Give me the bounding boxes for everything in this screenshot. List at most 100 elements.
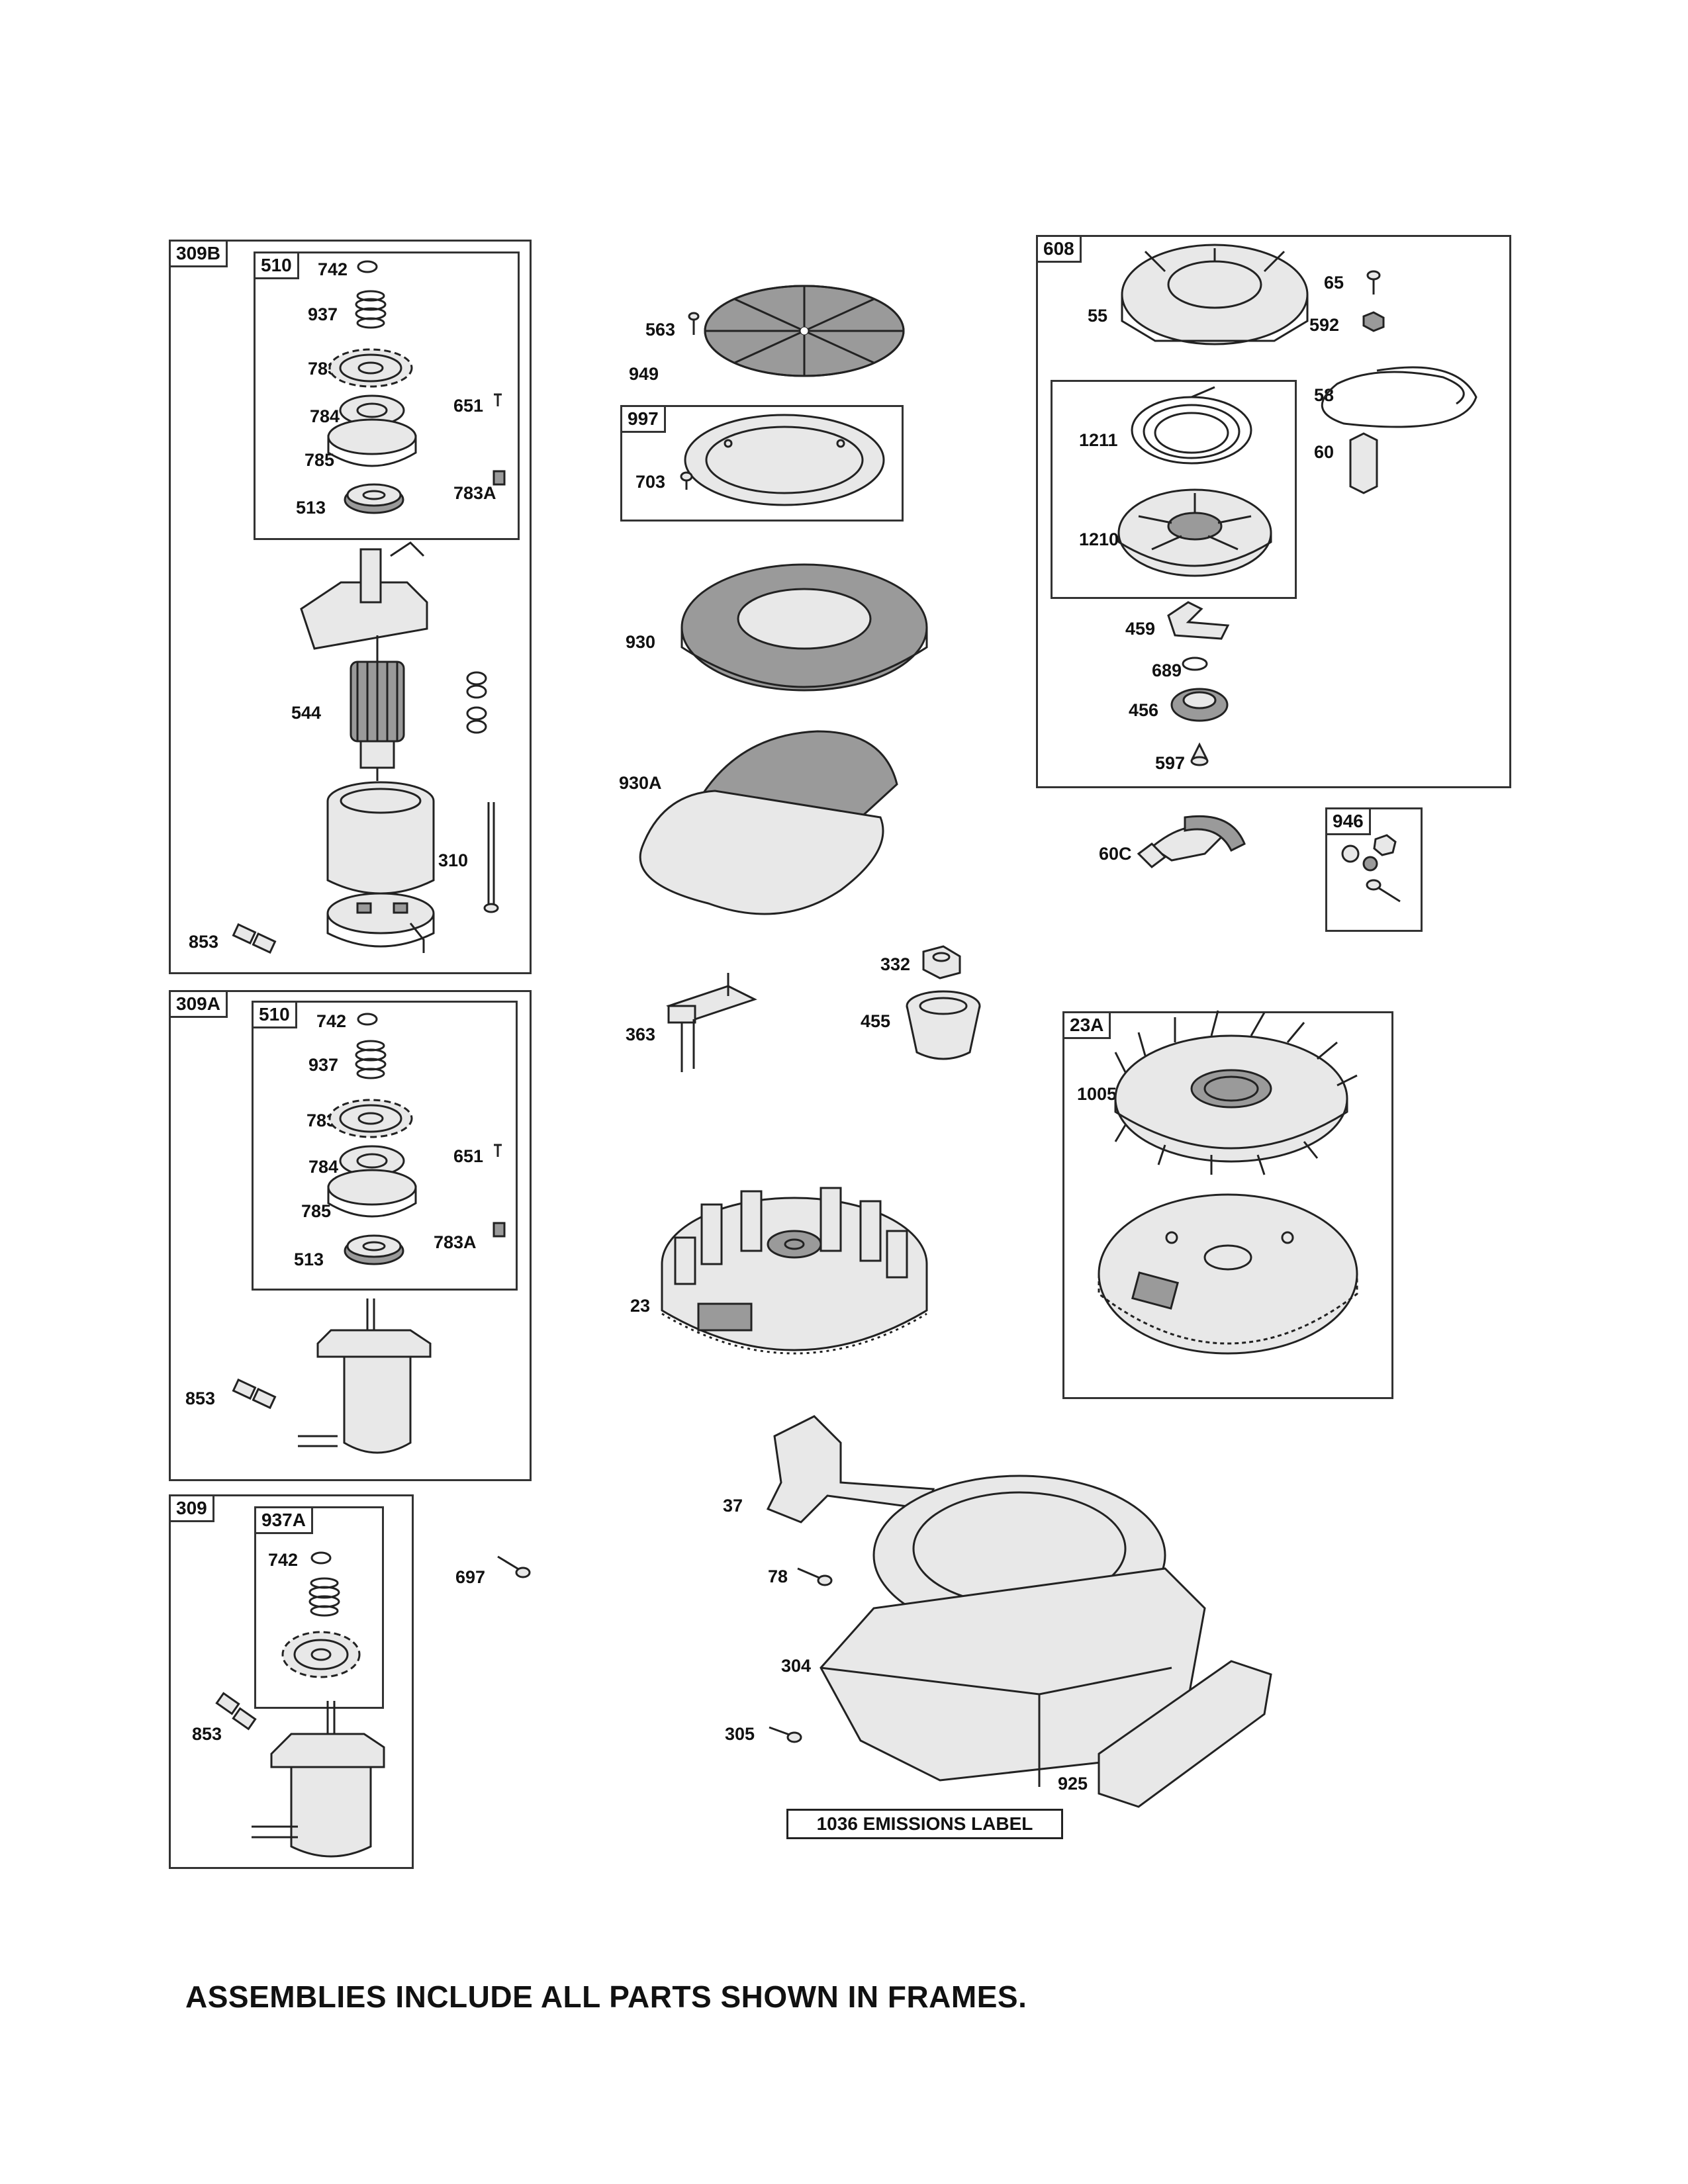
shroud-930A-icon [639, 730, 898, 915]
dog-459-icon [1167, 601, 1230, 640]
guard-930-icon [680, 563, 928, 692]
label-949: 949 [629, 364, 659, 384]
screw-563-icon [688, 312, 700, 335]
fan-1005-icon [1114, 1010, 1358, 1175]
handle-60-icon [1349, 432, 1378, 494]
label-783A-upper: 783A [453, 483, 496, 503]
rope-58-icon [1321, 366, 1477, 428]
bolt-310-icon [483, 802, 499, 913]
label-937-middle: 937 [308, 1055, 339, 1075]
frame-309: 309 [169, 1494, 414, 1869]
label-459: 459 [1125, 619, 1156, 639]
cover-925-icon [1098, 1660, 1272, 1808]
ring-689-icon [1182, 657, 1208, 671]
washer-742-icon [357, 260, 378, 273]
housing-icon [326, 781, 435, 895]
nut-332-icon [922, 945, 961, 979]
label-697: 697 [455, 1567, 486, 1587]
frame-rewind-inner [1051, 380, 1297, 599]
frame-tag-309A: 309A [171, 992, 228, 1018]
label-456: 456 [1129, 700, 1159, 720]
label-78: 78 [768, 1567, 788, 1586]
label-363: 363 [626, 1024, 656, 1044]
label-455: 455 [861, 1011, 891, 1031]
starter-motor-309-icon [252, 1701, 385, 1858]
connector-853-upper-icon [232, 923, 277, 954]
frame-tag-510-lower: 510 [254, 1003, 297, 1028]
label-1210: 1210 [1079, 529, 1119, 549]
frame-tag-946: 946 [1327, 809, 1371, 835]
label-742-middle: 742 [316, 1011, 347, 1031]
rewind-housing-55-icon [1121, 244, 1309, 345]
frame-tag-997: 997 [622, 407, 666, 433]
starter-motor-309A-icon [298, 1298, 432, 1454]
label-37: 37 [723, 1496, 743, 1516]
label-60: 60 [1314, 442, 1335, 462]
footer-note: ASSEMBLIES INCLUDE ALL PARTS SHOWN IN FR… [185, 1979, 1027, 2014]
label-853-upper: 853 [189, 932, 219, 952]
pin-651-icon [494, 393, 502, 406]
screw-65-icon [1366, 270, 1381, 295]
frame-tag-937A: 937A [256, 1508, 313, 1534]
label-597: 597 [1155, 753, 1186, 773]
brush-plate-icon [326, 892, 435, 953]
gear-783-icon [328, 348, 413, 388]
hardware-kit-946-icon [1341, 834, 1401, 903]
end-cap-icon [300, 541, 428, 650]
label-742-upper: 742 [318, 259, 348, 279]
nut-592-icon [1362, 311, 1385, 332]
handle-assembly-60C-icon [1137, 815, 1246, 868]
frame-997: 997 [620, 405, 904, 522]
label-332: 332 [880, 954, 911, 974]
label-1005: 1005 [1077, 1084, 1117, 1104]
flywheel-23-icon [661, 1187, 928, 1355]
label-310: 310 [438, 850, 469, 870]
screw-305-icon [769, 1726, 802, 1743]
nut-783A-icon [492, 470, 506, 486]
label-305: 305 [725, 1724, 755, 1744]
frame-946: 946 [1325, 807, 1423, 932]
label-592: 592 [1309, 315, 1340, 335]
screw-78-icon [797, 1567, 833, 1586]
armature-544-icon [350, 635, 405, 781]
label-65: 65 [1324, 273, 1344, 293]
label-23: 23 [630, 1296, 651, 1316]
label-60C: 60C [1099, 844, 1132, 864]
label-544: 544 [291, 703, 322, 723]
label-742-lower: 742 [268, 1550, 299, 1570]
bracket-363-icon [666, 973, 757, 1072]
retainer-456-icon [1170, 688, 1229, 722]
washers-stack-icon [466, 671, 487, 734]
label-783A-middle: 783A [434, 1232, 477, 1252]
pulley-1210-icon [1117, 488, 1272, 577]
cup-455-icon [906, 990, 981, 1060]
spring-937-icon [355, 290, 387, 329]
screw-597-icon [1190, 742, 1209, 766]
label-784-upper: 784 [310, 406, 340, 426]
frame-tag-608: 608 [1038, 237, 1082, 263]
label-853-lower: 853 [192, 1724, 222, 1744]
label-784-middle: 784 [308, 1157, 339, 1177]
frame-309B: 309B [169, 240, 532, 974]
flywheel-magnet-icon [1098, 1193, 1358, 1355]
frame-tag-309: 309 [171, 1496, 214, 1522]
pinion-513-icon [344, 483, 404, 514]
label-1211: 1211 [1079, 430, 1118, 450]
label-785-middle: 785 [301, 1201, 332, 1221]
label-703: 703 [635, 472, 666, 492]
frame-tag-309B: 309B [171, 242, 228, 267]
frame-937A: 937A [254, 1506, 384, 1709]
label-853-middle: 853 [185, 1388, 216, 1408]
frame-23A: 23A [1062, 1011, 1393, 1399]
rotating-screen-949-icon [704, 285, 905, 377]
plate-997-icon [684, 414, 885, 506]
frame-608: 608 [1036, 235, 1511, 788]
frame-tag-23A: 23A [1064, 1013, 1111, 1039]
frame-510-lower: 510 [252, 1001, 518, 1291]
